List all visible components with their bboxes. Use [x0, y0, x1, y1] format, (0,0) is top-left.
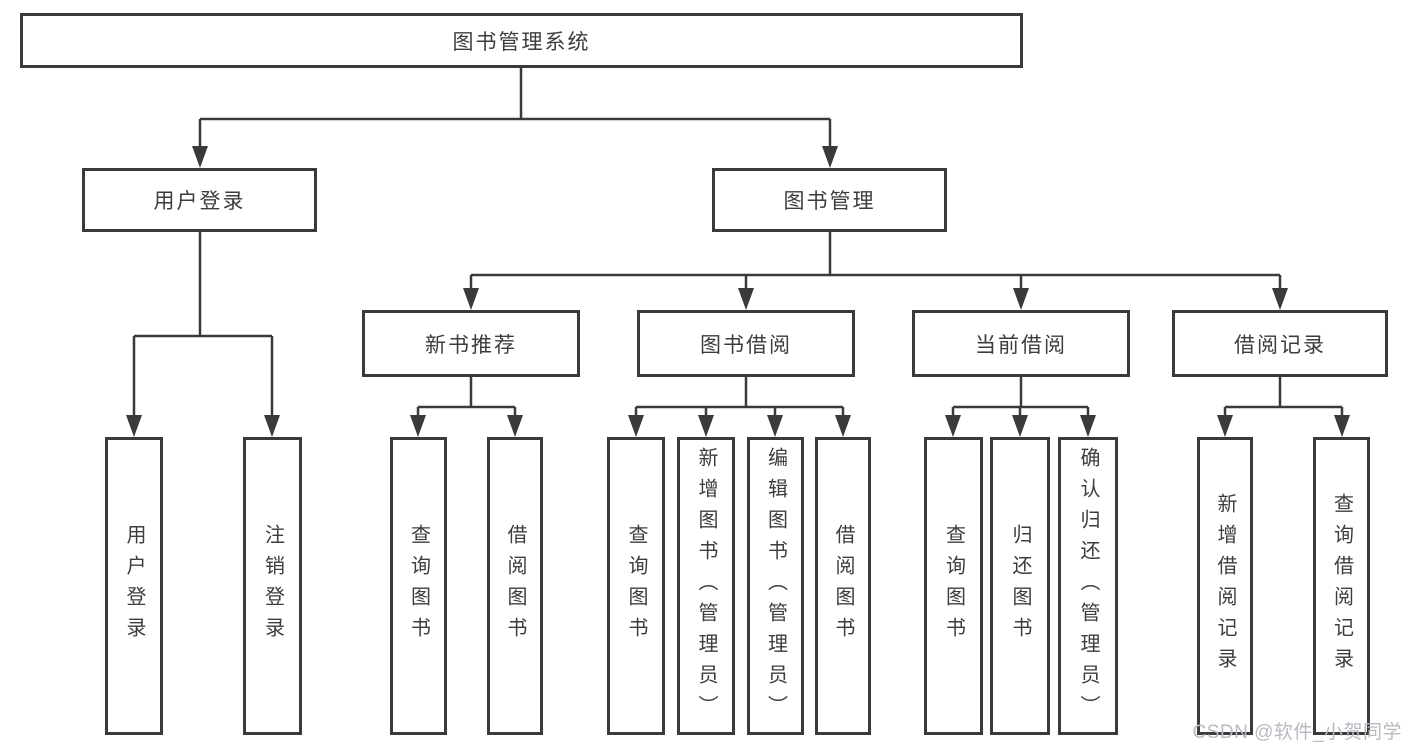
leaf-cb-return-book-label: 归还图书	[1009, 524, 1031, 648]
leaf-user-login-label: 用户登录	[123, 524, 145, 648]
leaf-cb-confirm-return-admin-label: 确认归还（管理员）	[1077, 446, 1099, 726]
leaf-bb-borrow-book: 借阅图书	[815, 437, 871, 735]
connector-path	[132, 68, 1344, 419]
leaf-br-add-record: 新增借阅记录	[1197, 437, 1253, 735]
node-current-borrow-label: 当前借阅	[975, 333, 1067, 357]
node-user-login-label: 用户登录	[153, 190, 246, 213]
node-book-borrow: 图书借阅	[637, 310, 855, 377]
leaf-bb-query-book: 查询图书	[607, 437, 665, 735]
leaf-bb-add-book-admin: 新增图书（管理员）	[677, 437, 735, 735]
leaf-nb-borrow-book: 借阅图书	[487, 437, 543, 735]
watermark: CSDN @软件_小贺同学	[1192, 722, 1402, 743]
node-book-management-label: 图书管理	[783, 190, 876, 213]
leaf-nb-query-book-label: 查询图书	[407, 524, 430, 648]
node-user-login: 用户登录	[82, 168, 317, 232]
leaf-nb-query-book: 查询图书	[390, 437, 447, 735]
leaf-bb-query-book-label: 查询图书	[625, 524, 647, 648]
leaf-bb-borrow-book-label: 借阅图书	[832, 524, 854, 648]
node-current-borrow: 当前借阅	[912, 310, 1130, 377]
leaf-bb-add-book-admin-label: 新增图书（管理员）	[695, 446, 717, 726]
node-new-book-recommend: 新书推荐	[362, 310, 580, 377]
leaf-user-login: 用户登录	[105, 437, 163, 735]
node-borrow-records: 借阅记录	[1172, 310, 1388, 377]
node-book-management: 图书管理	[712, 168, 947, 232]
leaf-cb-confirm-return-admin: 确认归还（管理员）	[1058, 437, 1118, 735]
leaf-bb-edit-book-admin-label: 编辑图书（管理员）	[764, 446, 787, 726]
leaf-logout-label: 注销登录	[261, 524, 284, 648]
leaf-cb-query-book: 查询图书	[924, 437, 983, 735]
leaf-cb-query-book-label: 查询图书	[942, 524, 965, 648]
leaf-bb-edit-book-admin: 编辑图书（管理员）	[747, 437, 804, 735]
node-borrow-records-label: 借阅记录	[1234, 333, 1326, 357]
leaf-br-add-record-label: 新增借阅记录	[1214, 493, 1236, 679]
leaf-logout: 注销登录	[243, 437, 302, 735]
leaf-br-query-record-label: 查询借阅记录	[1330, 493, 1353, 679]
node-root-label: 图书管理系统	[452, 30, 591, 54]
leaf-cb-return-book: 归还图书	[990, 437, 1050, 735]
leaf-br-query-record: 查询借阅记录	[1313, 437, 1370, 735]
leaf-nb-borrow-book-label: 借阅图书	[504, 524, 526, 648]
node-root: 图书管理系统	[20, 13, 1023, 68]
node-new-book-recommend-label: 新书推荐	[425, 333, 517, 357]
node-book-borrow-label: 图书借阅	[700, 333, 792, 357]
